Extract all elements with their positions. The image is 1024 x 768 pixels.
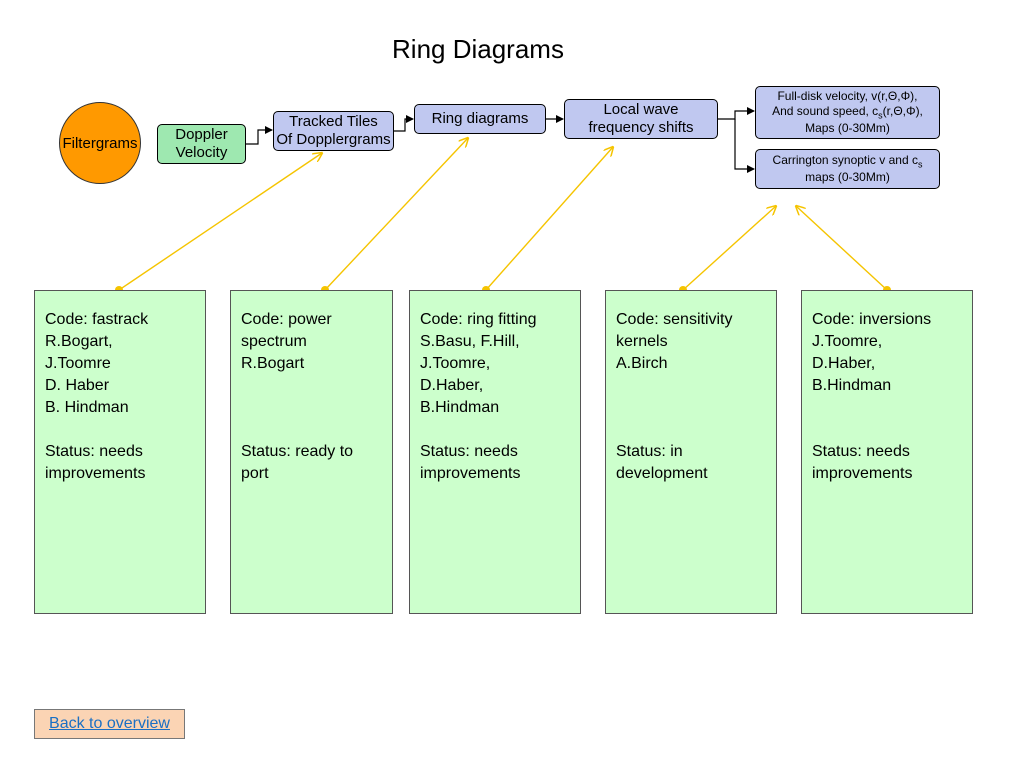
card-line: A.Birch [616,355,668,372]
local-wave-node: Local wave frequency shifts [564,99,718,139]
card-line: B. Hindman [45,399,129,416]
card-line: Code: fastrack [45,311,149,328]
connector-fastrack [118,153,322,291]
tracked-tiles-node: Tracked Tiles Of Dopplergrams [273,111,394,151]
card-status: Status: ready to port [241,443,354,482]
card-line: R.Bogart, [45,333,113,350]
card-line: J.Toomre, [812,333,883,350]
full-disk-line2: And sound speed, cs(r,Θ,Φ), [772,103,923,121]
tracked-label-line1: Tracked Tiles [289,113,378,130]
card-status: Status: in development [616,443,708,482]
card-line: J.Toomre [45,355,111,372]
doppler-label-line2: Velocity [175,144,228,161]
connector-power-spectrum [324,138,468,291]
card-fastrack: Code: fastrack R.Bogart, J.Toomre D. Hab… [34,290,206,614]
carrington-node: Carrington synoptic v and cs maps (0-30M… [755,149,940,189]
card-line: D.Haber, [420,377,484,394]
local-wave-label-line2: frequency shifts [588,119,694,136]
card-power-spectrum: Code: power spectrum R.Bogart Status: re… [230,290,393,614]
card-inversions: Code: inversions J.Toomre, D.Haber, B.Hi… [801,290,973,614]
page-title: Ring Diagrams [392,34,564,64]
filtergrams-label: Filtergrams [62,134,138,152]
back-to-overview-link[interactable]: Back to overview [49,715,170,732]
arrow-localwave-branch [718,107,755,120]
connector-ring-fitting [485,147,613,291]
connector-inversions [796,206,888,291]
local-wave-label-line1: Local wave [603,101,679,118]
full-disk-node: Full-disk velocity, v(r,Θ,Φ), And sound … [755,86,940,139]
arrow-localwave-to-carrington [734,119,755,173]
card-line: spectrum [241,333,307,350]
tracked-label-line2: Of Dopplergrams [276,131,391,148]
arrow-tracked-to-ring [394,115,414,132]
carrington-line1: Carrington synoptic v and cs [772,152,923,170]
card-line: J.Toomre, [420,355,491,372]
full-disk-line3: Maps (0-30Mm) [805,121,890,136]
full-disk-line1: Full-disk velocity, v(r,Θ,Φ), [777,88,918,103]
card-line: B.Hindman [812,377,892,394]
back-to-overview-button[interactable]: Back to overview [34,709,185,739]
card-line: D.Haber, [812,355,876,372]
card-line: Code: power [241,311,332,328]
card-line: kernels [616,333,668,350]
doppler-label-line1: Doppler [175,126,228,143]
arrow-doppler-to-tracked [246,126,273,145]
card-line: Code: inversions [812,311,932,328]
card-status: Status: needs improvements [812,443,913,482]
carrington-line2: maps (0-30Mm) [805,170,890,185]
card-line: Code: ring fitting [420,311,537,328]
connector-sensitivity [682,206,776,291]
card-sensitivity: Code: sensitivity kernels A.Birch Status… [605,290,777,614]
card-line: Code: sensitivity [616,311,733,328]
card-line: D. Haber [45,377,110,394]
card-line: S.Basu, F.Hill, [420,333,520,350]
ring-diagrams-label: Ring diagrams [431,110,529,127]
card-line: B.Hindman [420,399,500,416]
card-ring-fitting: Code: ring fitting S.Basu, F.Hill, J.Too… [409,290,581,614]
ring-diagrams-node: Ring diagrams [414,104,546,134]
card-status: Status: needs improvements [420,443,521,482]
card-status: Status: needs improvements [45,443,146,482]
filtergrams-node: Filtergrams [59,102,141,184]
doppler-velocity-node: Doppler Velocity [157,124,246,164]
card-line: R.Bogart [241,355,305,372]
